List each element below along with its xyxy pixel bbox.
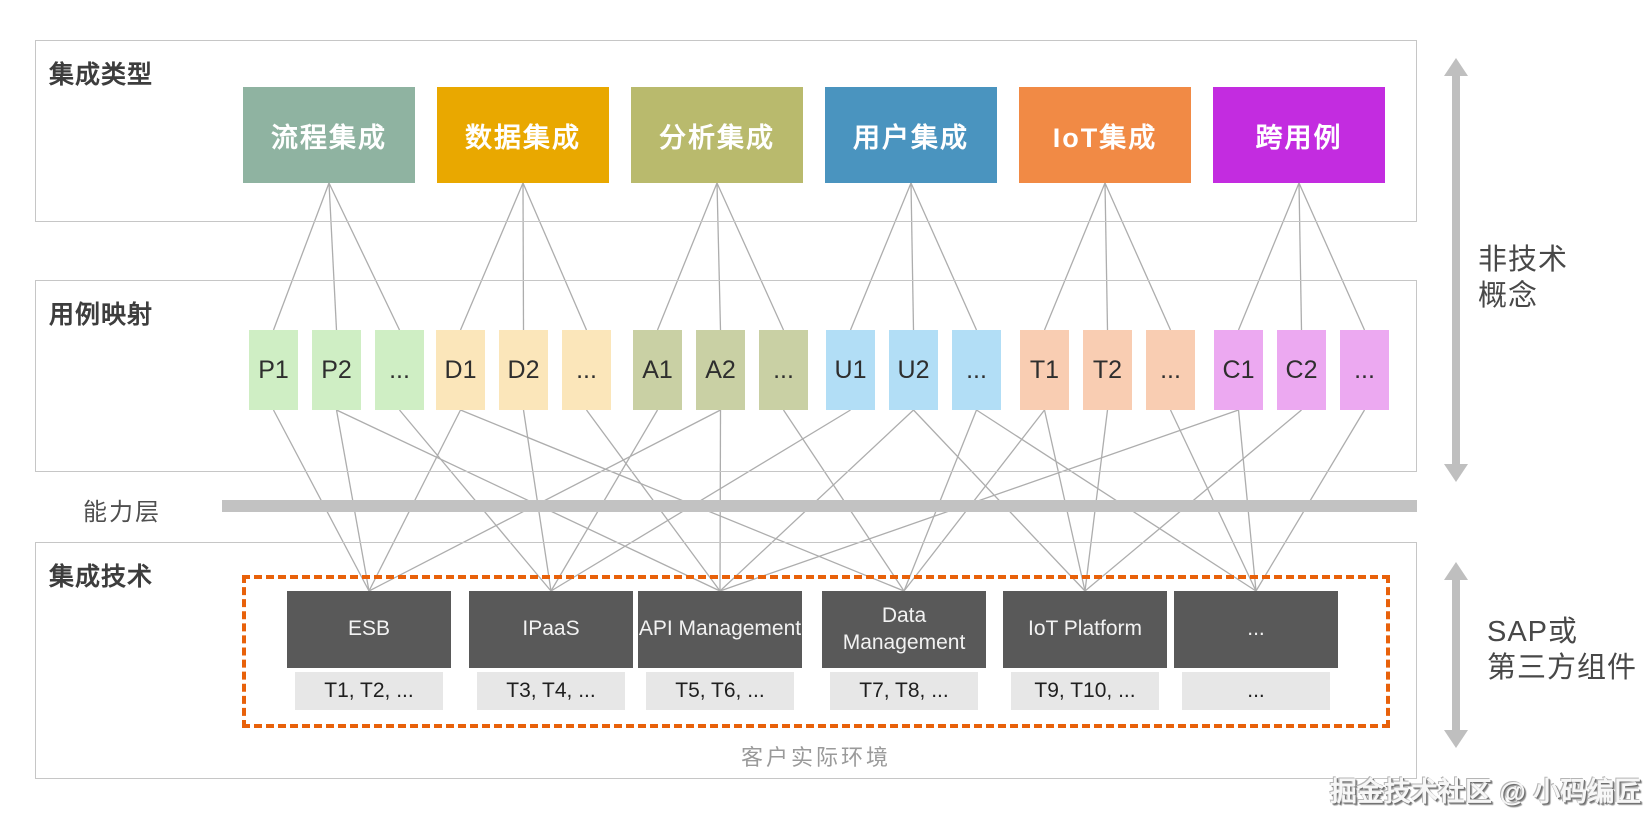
non-technical-label-line1: 非技术 [1478, 244, 1569, 276]
usecase-chip-p2: P2 [312, 330, 361, 410]
usecase-chip-d1: D1 [436, 330, 485, 410]
usecase-chip-c1: C1 [1214, 330, 1263, 410]
tech-box-data-management: Data Management [822, 591, 986, 668]
non-technical-label-line2: 概念 [1478, 280, 1539, 312]
capability-layer-bar [222, 500, 1417, 512]
usecase-mapping-frame: 用例映射 [35, 280, 1417, 472]
usecase-chip-u1: U1 [826, 330, 875, 410]
usecase-chip-u2: U2 [889, 330, 938, 410]
arrow-head-down-icon [1444, 464, 1468, 482]
customer-environment-caption: 客户实际环境 [740, 745, 891, 770]
capability-layer-label: 能力层 [83, 499, 161, 526]
usecase-mapping-title: 用例映射 [49, 301, 154, 329]
usecase-chip-a-more: ... [759, 330, 808, 410]
sap-components-label-line1: SAP或 [1487, 616, 1579, 648]
usecase-chip-c2: C2 [1277, 330, 1326, 410]
usecase-chip-t1: T1 [1020, 330, 1069, 410]
type-box-process: 流程集成 [243, 87, 415, 183]
type-box-iot: IoT集成 [1019, 87, 1191, 183]
tech-tags-data: T7, T8, ... [830, 672, 978, 710]
type-box-crossusecase: 跨用例 [1213, 87, 1385, 183]
type-box-data: 数据集成 [437, 87, 609, 183]
type-box-analytics: 分析集成 [631, 87, 803, 183]
usecase-chip-u-more: ... [952, 330, 1001, 410]
tech-box-esb: ESB [287, 591, 451, 668]
usecase-chip-p-more: ... [375, 330, 424, 410]
watermark-text: 掘金技术社区 @ 小码编匠 [1330, 777, 1642, 807]
usecase-chip-d-more: ... [562, 330, 611, 410]
arrow-head-up-icon [1444, 58, 1468, 76]
integration-tech-frame: 集成技术 [35, 542, 1417, 779]
integration-tech-title: 集成技术 [49, 563, 154, 591]
sap-components-label-line2: 第三方组件 [1487, 652, 1638, 684]
tech-tags-esb: T1, T2, ... [295, 672, 443, 710]
customer-environment-dashed-box [242, 575, 1390, 728]
tech-box-ipaas: IPaaS [469, 591, 633, 668]
tech-box-iot-platform: IoT Platform [1003, 591, 1167, 668]
usecase-chip-p1: P1 [249, 330, 298, 410]
usecase-chip-t2: T2 [1083, 330, 1132, 410]
tech-tags-ipaas: T3, T4, ... [477, 672, 625, 710]
usecase-chip-t-more: ... [1146, 330, 1195, 410]
non-technical-scope-arrow [1444, 58, 1468, 482]
tech-tags-iot: T9, T10, ... [1011, 672, 1159, 710]
usecase-chip-a2: A2 [696, 330, 745, 410]
usecase-chip-d2: D2 [499, 330, 548, 410]
integration-types-title: 集成类型 [49, 61, 154, 89]
sap-components-scope-arrow [1444, 562, 1468, 748]
tech-box-api-management: API Management [638, 591, 802, 668]
type-box-user: 用户集成 [825, 87, 997, 183]
tech-box-more: ... [1174, 591, 1338, 668]
tech-tags-api: T5, T6, ... [646, 672, 794, 710]
arrow-head-down-icon [1444, 730, 1468, 748]
usecase-chip-c-more: ... [1340, 330, 1389, 410]
tech-tags-more: ... [1182, 672, 1330, 710]
integration-types-frame: 集成类型 [35, 40, 1417, 222]
usecase-chip-a1: A1 [633, 330, 682, 410]
arrow-head-up-icon [1444, 562, 1468, 580]
